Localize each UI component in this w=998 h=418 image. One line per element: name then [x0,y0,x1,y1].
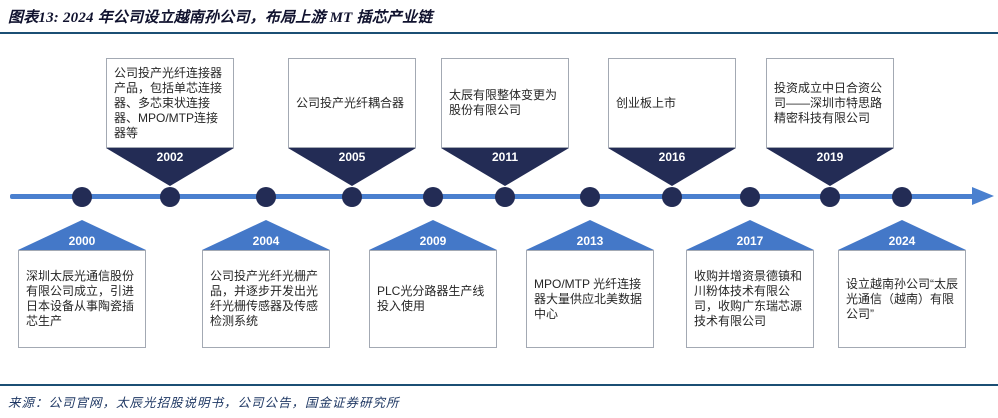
milestone-box: 投资成立中日合资公司——深圳市特思路精密科技有限公司 [766,58,894,148]
timeline-event-2000: 2000 深圳太辰光通信股份有限公司成立，引进日本设备从事陶瓷插芯生产 [18,220,146,348]
timeline-dot-2000 [72,187,92,207]
timeline-dot-2019 [820,187,840,207]
title-divider-rule [0,32,998,34]
year-arrow-up-icon: 2013 [526,220,654,250]
timeline-dot-2013 [580,187,600,207]
milestone-text: 投资成立中日合资公司——深圳市特思路精密科技有限公司 [774,80,883,125]
year-label: 2005 [338,150,366,164]
year-arrow-up-icon: 2017 [686,220,814,250]
milestone-text: 太辰有限整体变更为股份有限公司 [449,88,558,117]
timeline-event-2024: 2024 设立越南孙公司“太辰光通信（越南）有限公司” [838,220,966,348]
timeline-event-2004: 2004 公司投产光纤光栅产品，并逐步开发出光纤光栅传感器及传感检测系统 [202,220,330,348]
year-label: 2017 [736,234,764,248]
timeline-dot-2002 [160,187,180,207]
timeline-arrowhead-icon [972,187,994,205]
year-label: 2016 [658,150,686,164]
timeline-event-2002: 公司投产光纤连接器产品，包括单芯连接器、多芯束状连接器、MPO/MTP连接器等 … [106,58,234,186]
year-arrow-down-icon: 2019 [766,148,894,186]
timeline-event-2005: 公司投产光纤耦合器 2005 [288,58,416,186]
milestone-box: 公司投产光纤光栅产品，并逐步开发出光纤光栅传感器及传感检测系统 [202,250,330,348]
year-arrow-down-icon: 2011 [441,148,569,186]
milestone-text: 公司投产光纤耦合器 [296,95,405,110]
year-arrow-up-icon: 2004 [202,220,330,250]
year-arrow-up-icon: 2024 [838,220,966,250]
figure-title: 图表13: 2024 年公司设立越南孙公司，布局上游 MT 插芯产业链 [8,10,433,26]
year-arrow-down-icon: 2016 [608,148,736,186]
year-label: 2013 [576,234,604,248]
timeline-event-2019: 投资成立中日合资公司——深圳市特思路精密科技有限公司 2019 [766,58,894,186]
year-arrow-down-icon: 2002 [106,148,234,186]
timeline-event-2013: 2013 MPO/MTP 光纤连接器大量供应北美数据中心 [526,220,654,348]
year-label: 2024 [888,234,916,248]
year-label: 2000 [68,234,96,248]
milestone-box: 太辰有限整体变更为股份有限公司 [441,58,569,148]
timeline-dot-2005 [342,187,362,207]
timeline-axis [10,194,974,199]
milestone-text: 公司投产光纤连接器产品，包括单芯连接器、多芯束状连接器、MPO/MTP连接器等 [114,65,223,140]
milestone-box: 创业板上市 [608,58,736,148]
timeline-dot-2004 [256,187,276,207]
timeline-event-2017: 2017 收购并增资景德镇和川粉体技术有限公司，收购广东瑞芯源技术有限公司 [686,220,814,348]
year-label: 2004 [252,234,280,248]
timeline-event-2011: 太辰有限整体变更为股份有限公司 2011 [441,58,569,186]
timeline-dot-2011 [495,187,515,207]
year-arrow-up-icon: 2009 [369,220,497,250]
timeline-dot-2017 [740,187,760,207]
year-label: 2009 [419,234,447,248]
timeline-dot-2016 [662,187,682,207]
source-note: 来源：公司官网，太辰光招股说明书，公司公告，国金证券研究所 [8,396,400,410]
year-label: 2011 [491,150,519,164]
milestone-text: PLC光分路器生产线投入使用 [377,284,485,313]
milestone-box: 深圳太辰光通信股份有限公司成立，引进日本设备从事陶瓷插芯生产 [18,250,146,348]
milestone-box: PLC光分路器生产线投入使用 [369,250,497,348]
milestone-text: 设立越南孙公司“太辰光通信（越南）有限公司” [846,276,958,321]
timeline-event-2009: 2009 PLC光分路器生产线投入使用 [369,220,497,348]
year-arrow-down-icon: 2005 [288,148,416,186]
milestone-box: 收购并增资景德镇和川粉体技术有限公司，收购广东瑞芯源技术有限公司 [686,250,814,348]
year-arrow-up-icon: 2000 [18,220,146,250]
timeline-event-2016: 创业板上市 2016 [608,58,736,186]
milestone-text: 公司投产光纤光栅产品，并逐步开发出光纤光栅传感器及传感检测系统 [210,269,319,328]
timeline-dot-2009 [423,187,443,207]
milestone-box: 公司投产光纤耦合器 [288,58,416,148]
milestone-text: MPO/MTP 光纤连接器大量供应北美数据中心 [534,276,643,321]
year-label: 2019 [816,150,844,164]
milestone-text: 深圳太辰光通信股份有限公司成立，引进日本设备从事陶瓷插芯生产 [26,269,135,328]
timeline-dot-2024 [892,187,912,207]
milestone-text: 收购并增资景德镇和川粉体技术有限公司，收购广东瑞芯源技术有限公司 [694,269,803,328]
source-divider-rule [0,384,998,386]
year-label: 2002 [156,150,184,164]
milestone-text: 创业板上市 [616,95,677,110]
milestone-box: 设立越南孙公司“太辰光通信（越南）有限公司” [838,250,966,348]
milestone-box: MPO/MTP 光纤连接器大量供应北美数据中心 [526,250,654,348]
milestone-box: 公司投产光纤连接器产品，包括单芯连接器、多芯束状连接器、MPO/MTP连接器等 [106,58,234,148]
